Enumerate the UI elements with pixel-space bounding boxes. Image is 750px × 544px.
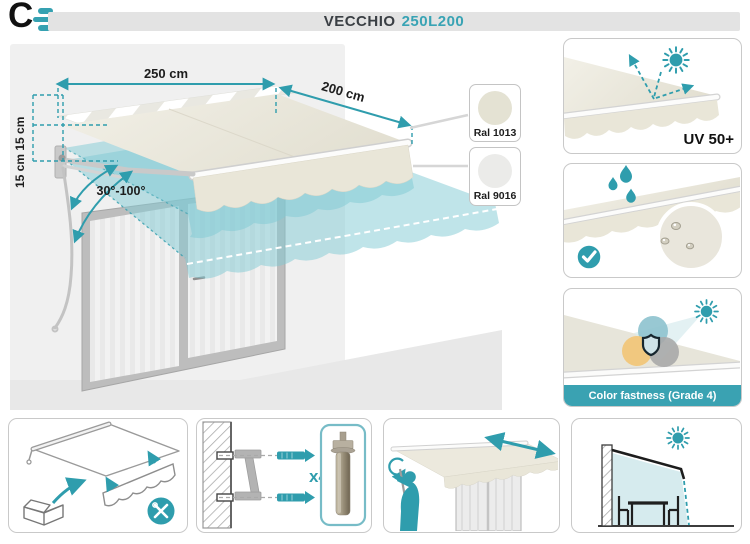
uv-rating-label: UV 50+	[683, 131, 734, 148]
shade-side-view-illustration	[598, 426, 734, 527]
width-extent-arrow	[484, 432, 556, 459]
color-swatch-card: Ral 1013	[469, 84, 521, 142]
logo-letter: C	[8, 0, 33, 35]
water-drops-icon	[608, 165, 636, 203]
mounting-bracket	[234, 449, 262, 501]
product-model: 250L200	[401, 13, 465, 30]
wall-section	[601, 444, 613, 527]
valance-part	[102, 463, 176, 507]
color-fastness-banner: Color fastness (Grade 4)	[564, 385, 741, 406]
title-bar: VECCHIO 250L200	[48, 12, 740, 31]
awning-dimension-diagram: 250 cm 200 cm 15 cm 15 cm 30°-100°	[10, 44, 502, 410]
table-and-chairs	[617, 496, 680, 525]
panel-wall-mounting: x4	[196, 418, 372, 533]
attach-arrows	[105, 450, 162, 493]
magnifier-icon	[656, 202, 726, 272]
product-title: VECCHIO	[323, 13, 396, 30]
ral-1013-swatch	[478, 91, 512, 125]
feature-panel-uv: UV 50+	[563, 38, 742, 154]
crank-operation-illustration	[388, 432, 558, 531]
crank-rod	[53, 166, 74, 330]
uv-protection-illustration	[564, 46, 721, 139]
sun-icon	[662, 46, 690, 74]
shield-icon	[641, 333, 661, 357]
unboxing-arrow-icon	[51, 477, 87, 504]
wall-anchor-illustration: x4	[202, 421, 367, 529]
checkmark-icon	[575, 243, 603, 271]
water-repellent-illustration	[564, 165, 740, 272]
feature-panel-water	[563, 163, 742, 278]
angle-range-label: 30°-100°	[97, 184, 146, 198]
color-fastness-illustration	[564, 299, 740, 379]
tools-icon	[147, 497, 175, 525]
shade-area	[612, 453, 688, 526]
person-silhouette	[397, 471, 420, 531]
color-fastness-label: Color fastness (Grade 4)	[588, 389, 717, 402]
crank-rotation-icon	[388, 457, 406, 485]
sun-icon	[666, 426, 690, 450]
unboxing-illustration	[23, 421, 180, 526]
logo-bar-icon	[33, 16, 53, 22]
sun-icon	[694, 299, 719, 324]
floor	[10, 330, 502, 410]
cardboard-box	[23, 499, 64, 526]
dimension-annotations	[32, 77, 413, 244]
wall-anchor-icon	[277, 449, 315, 504]
awning-canopy	[57, 85, 414, 212]
front-bar	[190, 140, 411, 179]
wall-section	[202, 421, 232, 529]
awning-profile	[611, 448, 686, 480]
panel-assembly	[8, 418, 188, 533]
expansion-bolt-photo	[330, 431, 356, 516]
panel-crank-operation	[383, 418, 560, 533]
panel-shade-coverage	[571, 418, 742, 533]
color-swatch-card: Ral 9016	[469, 147, 521, 206]
height-dimension-label: 15 cm 15 cm	[13, 117, 27, 188]
feature-panel-color-fastness: Color fastness (Grade 4)	[563, 288, 742, 407]
logo-bar-icon	[38, 8, 53, 14]
uv-reflect-arrows	[628, 53, 695, 100]
logo-bar-icon	[38, 25, 53, 31]
scalloped-valance	[192, 144, 414, 212]
swatch-connector	[409, 113, 469, 130]
ral-9016-swatch	[478, 154, 512, 188]
ce-brand-logo: C	[8, 0, 66, 36]
swatch-label: Ral 9016	[473, 190, 517, 202]
swatch-label: Ral 1013	[473, 127, 517, 139]
width-dimension-label: 250 cm	[144, 66, 188, 81]
